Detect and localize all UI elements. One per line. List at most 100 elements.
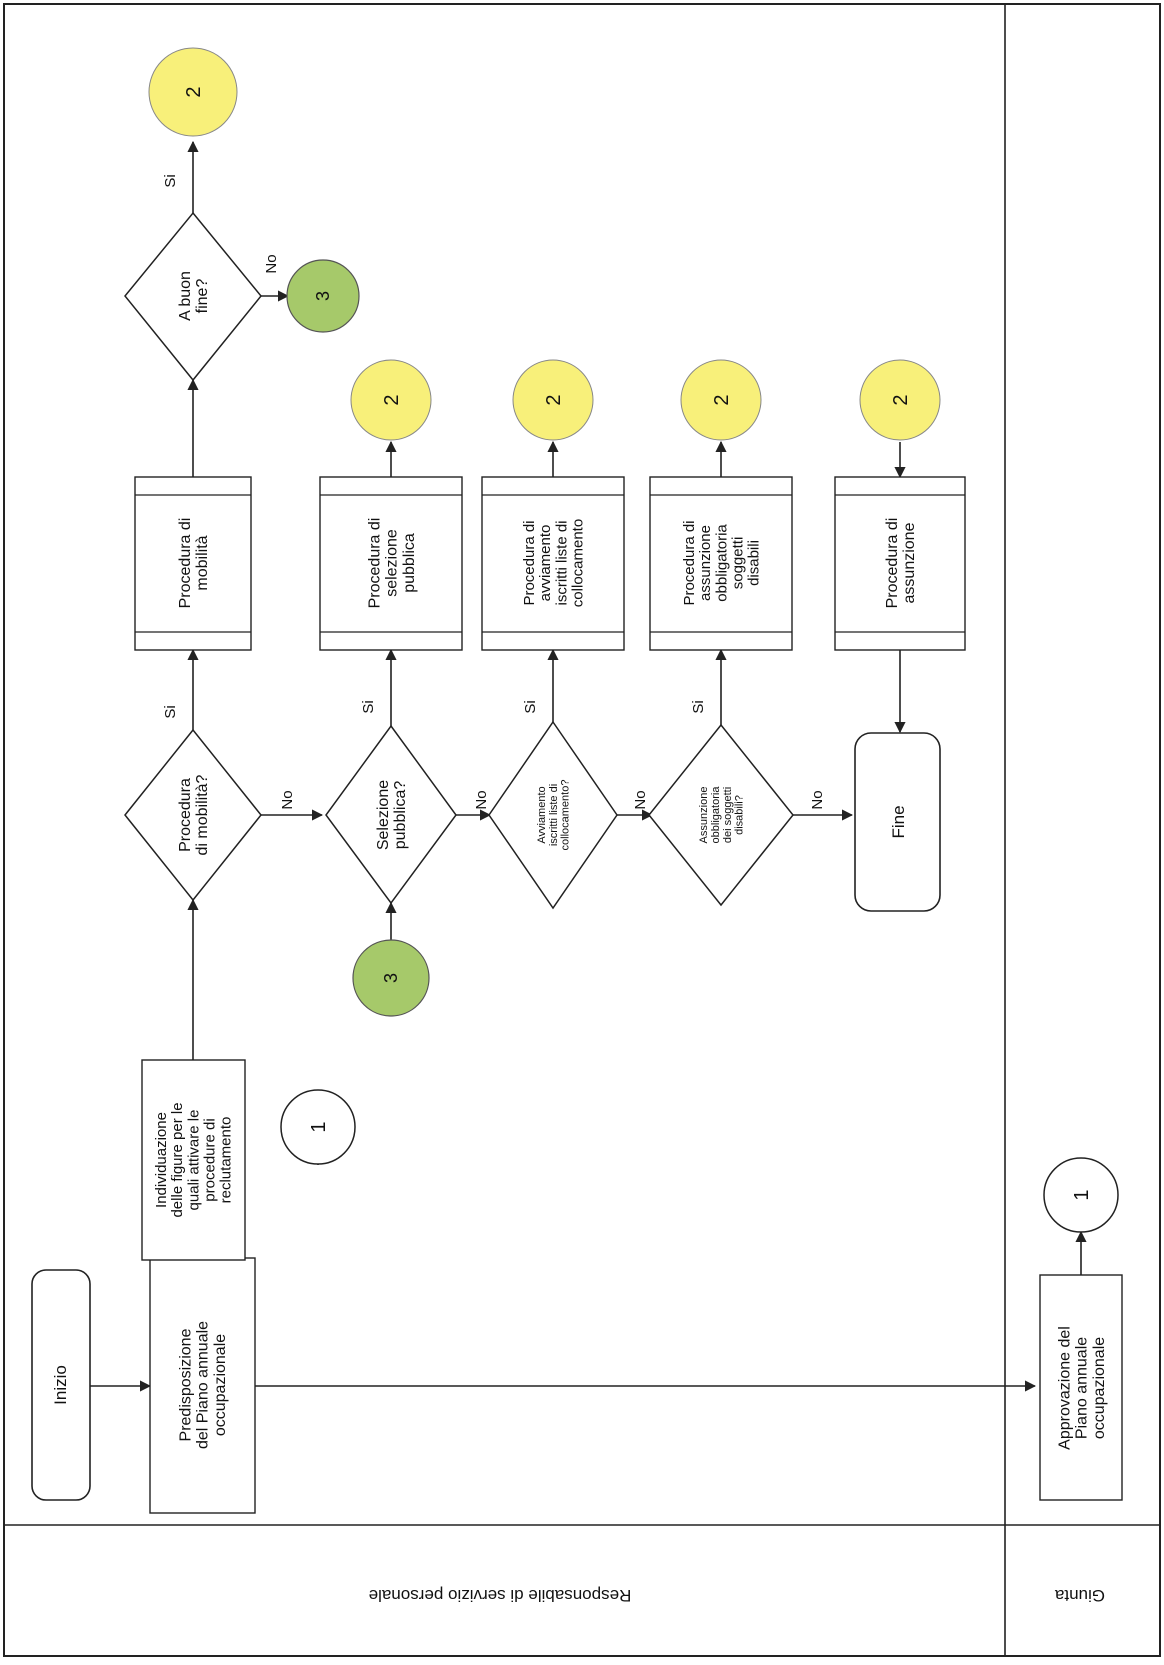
no-label-selezione: No: [473, 790, 490, 809]
process-avviamento-label-line: collocamento: [570, 519, 587, 607]
process-mobilita: [134, 476, 252, 651]
decision-selezione-pubblica-label-line: Selezione: [375, 780, 392, 850]
process-selezione-pubblica-label-line: pubblica: [401, 533, 418, 593]
connector-2-assunzione: [859, 359, 941, 441]
process-assunzione-obbligatoria-label-line: Procedura di: [681, 520, 698, 605]
connector-2-buon-fine: [148, 47, 238, 137]
process-assunzione-obbligatoria-label-line: assunzione: [697, 525, 714, 601]
decision-a-buon-fine-label-line: A buon: [177, 271, 194, 321]
process-mobilita-label-line: Procedura di: [177, 518, 194, 609]
process-individuazione-label-line: procedure di: [201, 1118, 218, 1201]
connector-2-selezione-label: 2: [381, 394, 403, 405]
end-label: Fine: [889, 805, 908, 838]
process-selezione-pubblica: [319, 476, 463, 651]
connector-1: [280, 1089, 356, 1165]
no-label-mobilita: No: [279, 790, 296, 809]
decision-avviamento-label-line: iscritti liste di: [548, 784, 560, 846]
process-avviamento-label-line: iscritti liste di: [553, 520, 570, 605]
frame-border: [3, 3, 1161, 1657]
decision-a-buon-fine: [124, 211, 262, 382]
connector-3-out: [286, 259, 360, 333]
process-approvazione-label-line: Approvazione del: [1056, 1326, 1073, 1450]
process-predisposizione: [149, 1257, 256, 1514]
decision-assunzione-obbligatoria: [648, 723, 794, 907]
decision-avviamento-label-line: Avviamento: [536, 786, 548, 843]
decision-assunzione-obbligatoria-label-line: dei soggetti: [722, 787, 734, 843]
connector-1-giunta: [1043, 1157, 1119, 1233]
process-approvazione-label-line: occupazionale: [1091, 1337, 1108, 1439]
edges: [90, 140, 1087, 1392]
process-avviamento: [481, 476, 625, 651]
connector-2-avviamento-label: 2: [543, 394, 565, 405]
process-individuazione-label-line: delle figure per le: [169, 1102, 186, 1217]
decision-procedura-mobilita-label-line: di mobilità?: [194, 774, 211, 855]
process-avviamento-label-line: avviamento: [537, 525, 554, 602]
decision-assunzione-obbligatoria-label-line: obbligatoria: [710, 786, 722, 844]
process-assunzione-label-line: assunzione: [901, 522, 918, 603]
connector-3-out-label: 3: [313, 291, 333, 301]
process-individuazione-label-line: reclutamento: [218, 1117, 235, 1204]
yes-label-assunzione-obbl: Si: [690, 700, 707, 713]
process-selezione-pubblica-label-line: Procedura di: [366, 518, 383, 609]
process-mobilita-label-line: mobilità: [194, 535, 211, 590]
yes-label-selezione: Si: [360, 700, 377, 713]
decision-procedura-mobilita-label-line: Procedura: [177, 778, 194, 852]
decision-procedura-mobilita: [124, 728, 262, 902]
process-individuazione-label-line: quali attivare le: [185, 1110, 202, 1211]
decision-a-buon-fine-label-line: fine?: [194, 279, 211, 314]
process-predisposizione-label-line: Predisposizione: [177, 1328, 194, 1441]
yes-label-buon-fine: Si: [162, 174, 179, 187]
decision-avviamento: [488, 720, 618, 910]
process-predisposizione-label-line: occupazionale: [212, 1334, 229, 1436]
yes-label-avviamento: Si: [522, 700, 539, 713]
decision-avviamento-label-line: collocamento?: [560, 780, 572, 851]
decision-assunzione-obbligatoria-label-line: Assunzione: [698, 787, 710, 844]
lane-label-responsabile: Responsabile di servizio personale: [369, 1586, 632, 1605]
connector-1-giunta-label: 1: [1071, 1189, 1093, 1200]
connector-3-in-label: 3: [381, 973, 401, 983]
no-label-assunzione-obbl: No: [809, 790, 826, 809]
process-assunzione-label-line: Procedura di: [884, 518, 901, 609]
process-assunzione-obbligatoria-label-line: soggetti: [729, 537, 746, 590]
connector-2-selezione: [350, 359, 432, 441]
process-assunzione-obbligatoria: [649, 476, 793, 651]
connector-2-assunzione-obbl: [680, 359, 762, 441]
process-predisposizione-label-line: del Piano annuale: [195, 1321, 212, 1449]
process-individuazione: [141, 1059, 246, 1261]
connector-2-buon-fine-label: 2: [183, 86, 205, 97]
process-assunzione-obbligatoria-label-line: disabili: [746, 540, 763, 586]
decision-selezione-pubblica: [325, 724, 457, 905]
lane-label-giunta: Giunta: [1054, 1586, 1105, 1605]
connector-2-assunzione-label: 2: [890, 394, 912, 405]
connector-1-label: 1: [308, 1121, 330, 1132]
connector-3-in: [352, 939, 430, 1017]
start-label: Inizio: [51, 1365, 70, 1405]
process-approvazione-label-line: Piano annuale: [1074, 1337, 1091, 1439]
process-approvazione: [1039, 1274, 1123, 1501]
no-label-avviamento: No: [632, 790, 649, 809]
process-selezione-pubblica-label-line: selezione: [384, 529, 401, 597]
no-label-buon-fine: No: [263, 254, 280, 273]
end-terminator: [854, 732, 941, 912]
start-terminator: [31, 1269, 91, 1501]
process-individuazione-label-line: Individuazione: [153, 1112, 170, 1208]
decision-assunzione-obbligatoria-label-line: disabili?: [734, 795, 746, 835]
process-assunzione: [834, 476, 966, 651]
connector-2-avviamento: [512, 359, 594, 441]
process-assunzione-obbligatoria-label-line: obbligatoria: [713, 524, 730, 602]
